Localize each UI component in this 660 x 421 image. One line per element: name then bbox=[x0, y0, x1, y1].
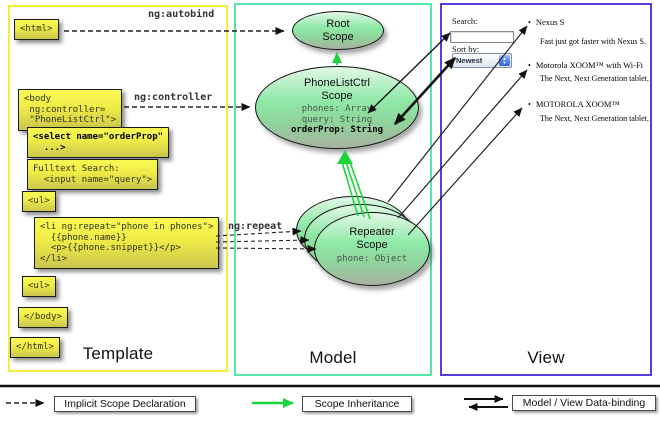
phone-name: Motorola XOOM™ with Wi-Fi bbox=[535, 60, 644, 70]
phone-list-item: • Nexus S bbox=[528, 17, 564, 27]
dropdown-stepper-icon: ▲▼ bbox=[499, 55, 510, 66]
ng-repeat-label: ng:repeat bbox=[228, 221, 283, 232]
code-select-orderprop: <select name="orderProp" ...> bbox=[27, 127, 170, 158]
prop-query: query: String bbox=[301, 114, 373, 125]
search-input[interactable] bbox=[450, 31, 514, 43]
legend-implicit-scope-declaration: Implicit Scope Declaration bbox=[54, 396, 196, 412]
phonelistctrl-scope-ellipse: PhoneListCtrl Scope phones: Array query:… bbox=[255, 66, 419, 149]
code-body-open: <body ng:controller= "PhoneListCtrl"> bbox=[18, 89, 123, 131]
phone-list-item: • MOTOROLA XOOM™ bbox=[528, 99, 620, 109]
search-label: Search: bbox=[452, 16, 478, 26]
code-fulltext-search: Fulltext Search: <input name="query"> bbox=[27, 159, 159, 190]
sort-dropdown-value: Newest bbox=[456, 56, 483, 65]
bullet-icon: • bbox=[528, 100, 531, 109]
ng-controller-label: ng:controller bbox=[134, 92, 213, 103]
repeater-scope-title: Repeater Scope bbox=[349, 226, 395, 251]
template-panel-title: Template bbox=[82, 344, 154, 363]
phone-list-item: • Motorola XOOM™ with Wi-Fi bbox=[528, 60, 643, 70]
legend-model-view-databinding: Model / View Data-binding bbox=[512, 395, 656, 411]
code-html-open: <html> bbox=[14, 19, 59, 40]
root-scope-title: Root Scope bbox=[322, 18, 354, 43]
phone-desc: The Next, Next Generation tablet. bbox=[540, 74, 649, 83]
model-panel-title: Model bbox=[309, 348, 357, 367]
view-panel-title: View bbox=[527, 348, 565, 367]
root-scope-ellipse: Root Scope bbox=[292, 11, 384, 50]
repeater-scope-ellipse: Repeater Scope phone: Object bbox=[314, 212, 430, 286]
ng-autobind-label: ng:autobind bbox=[148, 9, 215, 20]
phonelistctrl-scope-title: PhoneListCtrl Scope bbox=[303, 77, 371, 102]
phone-name: MOTOROLA XOOM™ bbox=[535, 99, 620, 109]
code-html-close: </html> bbox=[10, 337, 60, 358]
view-panel: View Search: Sort by: Newest ▲▼ •Nexus S… bbox=[440, 3, 652, 376]
sort-dropdown[interactable]: Newest ▲▼ bbox=[452, 53, 512, 68]
phone-desc: Fast just got faster with Nexus S. bbox=[540, 37, 646, 46]
prop-phones: phones: Array bbox=[301, 104, 373, 114]
phone-desc: The Next, Next Generation tablet. bbox=[540, 114, 649, 123]
model-panel: Model bbox=[234, 3, 432, 376]
bullet-icon: • bbox=[528, 18, 531, 27]
prop-orderprop: orderProp: String bbox=[290, 125, 384, 135]
code-ul-close: <ul> bbox=[22, 276, 56, 297]
code-body-close: </body> bbox=[18, 307, 68, 328]
bullet-icon: • bbox=[528, 61, 531, 70]
code-li-repeat: <li ng:repeat="phone in phones"> {{phone… bbox=[34, 217, 220, 269]
code-ul-open: <ul> bbox=[22, 191, 56, 212]
phone-name: Nexus S bbox=[535, 17, 565, 27]
prop-phone: phone: Object bbox=[336, 254, 408, 264]
legend-scope-inheritance: Scope Inheritance bbox=[302, 396, 412, 412]
